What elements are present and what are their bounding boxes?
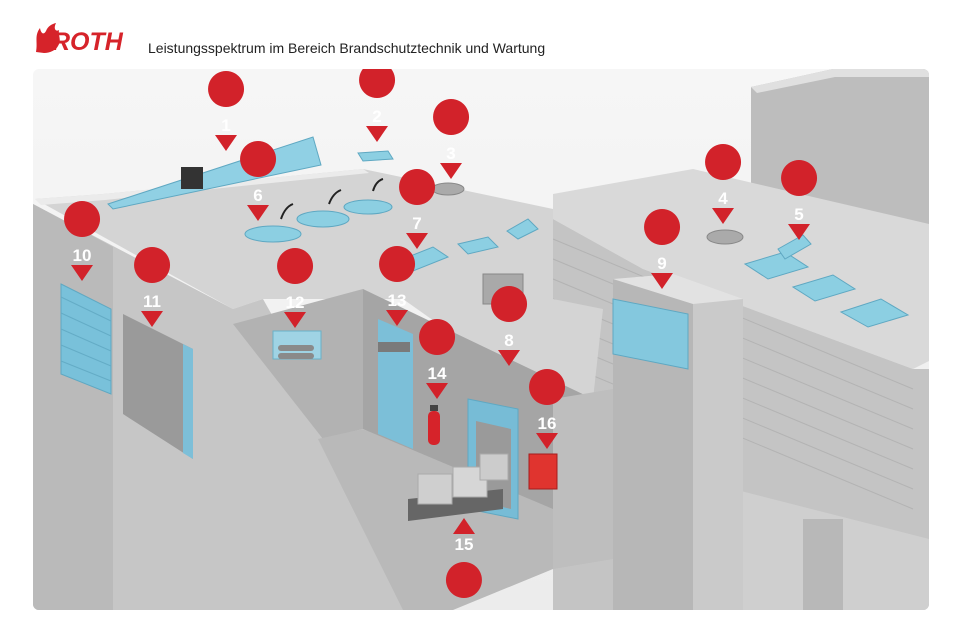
- marker-15[interactable]: 15: [445, 518, 482, 598]
- marker-13[interactable]: 13: [379, 246, 416, 326]
- opening-11-frame: [183, 344, 193, 459]
- marker-1[interactable]: 1: [208, 71, 245, 151]
- marker-15-label: 15: [455, 535, 474, 554]
- roof-fan-4: [706, 229, 744, 245]
- marker-16[interactable]: 16: [529, 369, 566, 449]
- cutaway-floor: [318, 429, 553, 610]
- roof-fan-3: [431, 182, 465, 196]
- skylight-5-raised: [777, 234, 812, 260]
- fire-alarm-box: [528, 453, 558, 490]
- marker-5[interactable]: 5: [781, 160, 818, 240]
- stair-tower-front: [693, 299, 743, 610]
- cutaway-right-wall: [553, 389, 613, 569]
- door-closer-arm: [378, 342, 410, 352]
- marker-10-label: 10: [73, 246, 92, 265]
- main-roof: [35, 169, 603, 399]
- flame-icon: [36, 23, 60, 53]
- skylight-hatch: [181, 167, 203, 189]
- roof-hatch-2: [357, 150, 394, 162]
- marker-11[interactable]: 11: [134, 247, 171, 327]
- extinguisher-head: [430, 405, 438, 411]
- marker-7-label: 7: [412, 214, 421, 233]
- marker-6[interactable]: 6: [240, 141, 277, 221]
- roof-ventilators: [244, 199, 393, 243]
- ventilator-fins: [280, 178, 384, 220]
- marker-2-label: 2: [372, 107, 381, 126]
- marker-1-label: 1: [221, 116, 230, 135]
- marker-14[interactable]: 14: [419, 319, 456, 399]
- cylinders: [278, 345, 314, 359]
- marker-8-label: 8: [504, 331, 513, 350]
- smoke-vent-9: [612, 298, 689, 370]
- building-illustration: 1 2 3 4 5 6 7: [33, 69, 929, 610]
- marker-11-label: 11: [143, 292, 161, 311]
- marker-4-label: 4: [718, 189, 728, 208]
- marker-14-label: 14: [428, 364, 447, 383]
- logo-text: ROTH: [52, 28, 124, 56]
- marker-12-label: 12: [286, 293, 305, 312]
- roth-logo: ROTH: [36, 23, 124, 56]
- marker-3[interactable]: 3: [433, 99, 470, 179]
- marker-13-label: 13: [388, 291, 407, 310]
- roof-hatch-7b: [457, 236, 499, 255]
- markers: 1 2 3 4 5 6 7: [64, 69, 818, 598]
- roof-hatch-7c: [506, 218, 539, 240]
- marker-12[interactable]: 12: [277, 248, 314, 328]
- stair-tower-top: [613, 274, 743, 304]
- marker-10[interactable]: 10: [64, 201, 101, 281]
- marker-6-label: 6: [253, 186, 262, 205]
- marker-2[interactable]: 2: [359, 69, 396, 142]
- marker-9[interactable]: 9: [644, 209, 681, 289]
- right-roof-skylights: [743, 251, 910, 328]
- fire-door-frame: [378, 319, 413, 449]
- marker-9-label: 9: [657, 254, 666, 273]
- page-subtitle: Leistungsspektrum im Bereich Brandschutz…: [148, 40, 546, 56]
- fire-extinguisher: [428, 411, 440, 445]
- marker-3-label: 3: [446, 144, 455, 163]
- cutaway-back-wall: [233, 289, 363, 439]
- marker-5-label: 5: [794, 205, 803, 224]
- lower-door: [803, 519, 843, 610]
- header: ROTH Leistungsspektrum im Bereich Brands…: [0, 0, 960, 68]
- marker-4[interactable]: 4: [705, 144, 742, 224]
- marker-7[interactable]: 7: [399, 169, 436, 249]
- marker-16-label: 16: [538, 414, 557, 433]
- garage-door-slats: [60, 296, 112, 382]
- marker-8[interactable]: 8: [491, 286, 528, 366]
- building-svg: 1 2 3 4 5 6 7: [33, 69, 929, 610]
- opening-11: [123, 314, 193, 459]
- left-wall: [33, 204, 403, 610]
- boxes: [417, 453, 509, 505]
- rear-building-top: [751, 69, 929, 93]
